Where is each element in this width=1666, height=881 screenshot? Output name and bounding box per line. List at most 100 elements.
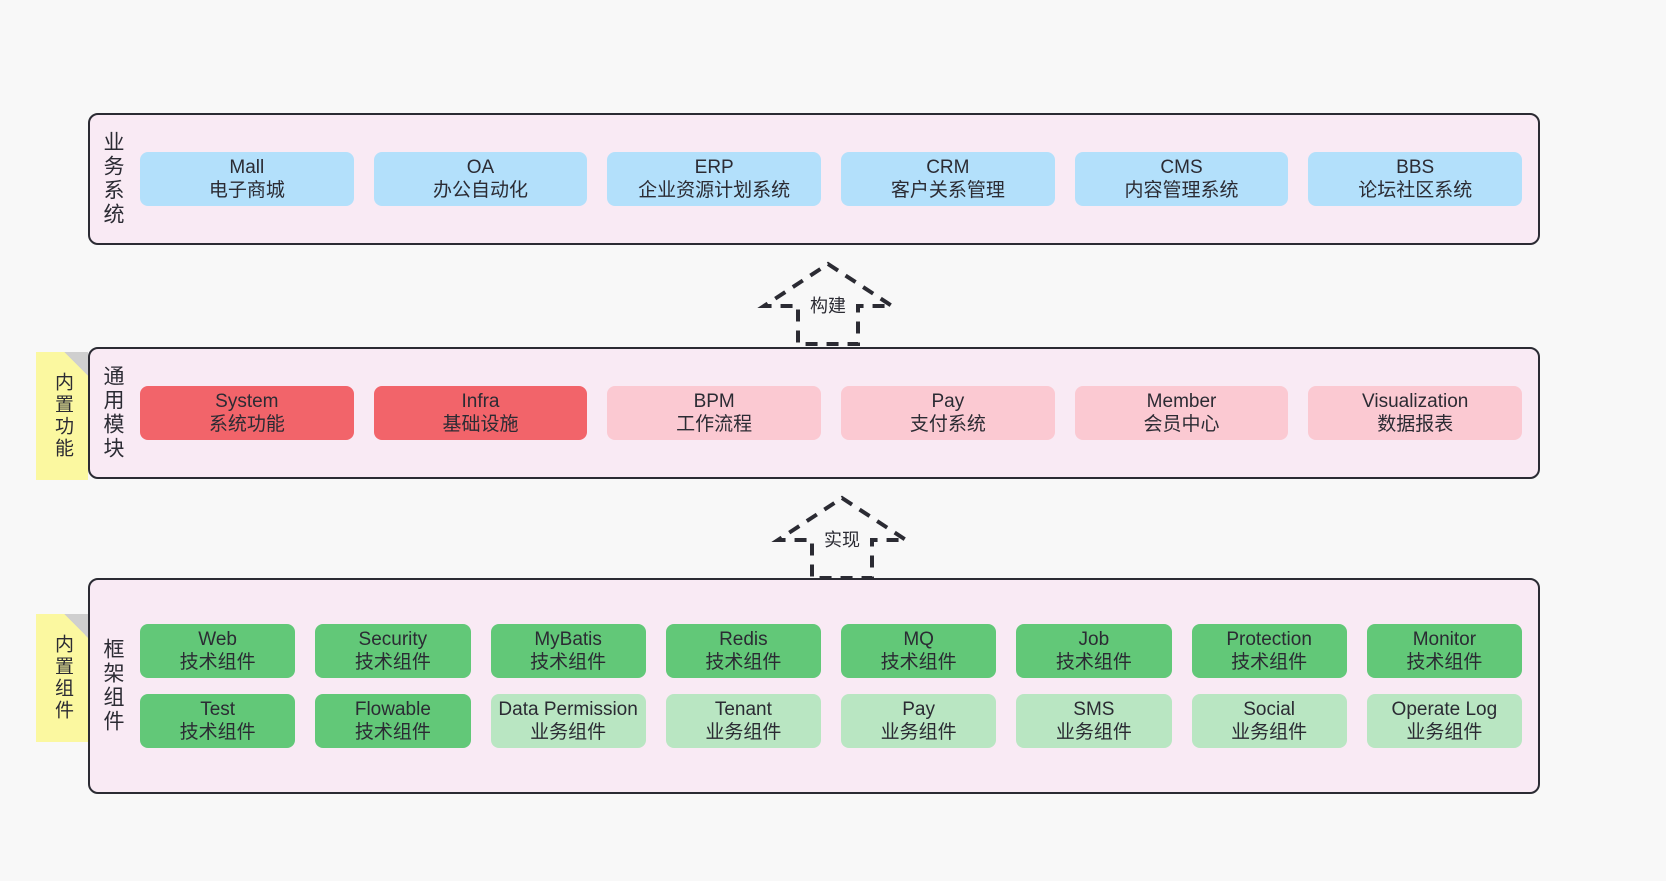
node-title: System (215, 390, 279, 412)
node-title: BBS (1396, 156, 1435, 178)
node-title: Protection (1226, 628, 1312, 650)
node-mq[interactable]: MQ 技术组件 (841, 623, 997, 678)
node-mybatis[interactable]: MyBatis 技术组件 (490, 623, 646, 678)
node-job[interactable]: Job 技术组件 (1016, 623, 1172, 678)
node-title: Pay (902, 699, 935, 720)
node-subtitle: 基础设施 (442, 414, 519, 435)
node-security[interactable]: Security 技术组件 (315, 623, 471, 678)
node-flowable[interactable]: Flowable 技术组件 (315, 694, 471, 749)
node-system[interactable]: System 系统功能 (140, 385, 354, 441)
node-title: BPM (693, 390, 735, 412)
node-title: Operate Log (1391, 699, 1498, 720)
node-title: OA (466, 156, 495, 178)
node-subtitle: 系统功能 (208, 414, 285, 435)
node-crm[interactable]: CRM 客户关系管理 (841, 151, 1055, 207)
node-title: CMS (1160, 156, 1203, 178)
node-title: Redis (719, 628, 768, 650)
node-title: Visualization (1362, 390, 1469, 412)
node-subtitle: 业务组件 (1055, 722, 1132, 744)
node-title: Member (1146, 390, 1217, 412)
layer-business-system: 业务系统 Mall 电子商城 OA 办公自动化 ERP 企业资源计划系统 CRM… (88, 113, 1540, 245)
node-title: Test (200, 699, 236, 720)
node-title: CRM (926, 156, 970, 178)
arrow-implement-label: 实现 (821, 524, 863, 553)
node-subtitle: 技术组件 (1055, 651, 1132, 673)
node-subtitle: 技术组件 (880, 651, 957, 673)
node-subtitle: 业务组件 (1406, 722, 1483, 744)
node-subtitle: 会员中心 (1143, 414, 1220, 435)
node-title: Pay (931, 390, 965, 412)
node-title: Tenant (714, 699, 772, 720)
layer-common-module: 通用模块 System 系统功能 Infra 基础设施 BPM 工作流程 Pay… (88, 347, 1540, 479)
node-redis[interactable]: Redis 技术组件 (665, 623, 821, 678)
node-title: Mall (229, 156, 265, 178)
layer-row: Web 技术组件 Security 技术组件 MyBatis 技术组件 Redi… (140, 623, 1522, 678)
node-subtitle: 技术组件 (179, 722, 256, 744)
node-subtitle: 业务组件 (530, 722, 607, 744)
node-subtitle: 技术组件 (1406, 651, 1483, 673)
node-subtitle: 论坛社区系统 (1358, 180, 1473, 201)
layer-row: Test 技术组件 Flowable 技术组件 Data Permission … (140, 694, 1522, 749)
node-cms[interactable]: CMS 内容管理系统 (1074, 151, 1289, 207)
node-mall[interactable]: Mall 电子商城 (140, 151, 354, 207)
node-title: Infra (461, 390, 500, 412)
node-test[interactable]: Test 技术组件 (140, 694, 296, 749)
node-subtitle: 企业资源计划系统 (638, 180, 791, 201)
arrow-build-label: 构建 (807, 290, 849, 319)
node-title: Job (1078, 628, 1110, 650)
node-oa[interactable]: OA 办公自动化 (373, 151, 588, 207)
sticky-note-label: 内置功能 (51, 372, 73, 460)
node-protection[interactable]: Protection 技术组件 (1191, 623, 1347, 678)
node-monitor[interactable]: Monitor 技术组件 (1366, 623, 1522, 678)
node-title: Monitor (1412, 628, 1477, 650)
node-social[interactable]: Social 业务组件 (1191, 694, 1347, 749)
node-pay[interactable]: Pay 支付系统 (841, 385, 1055, 441)
node-title: Web (198, 628, 237, 650)
node-subtitle: 技术组件 (530, 651, 607, 673)
node-member[interactable]: Member 会员中心 (1074, 385, 1289, 441)
node-subtitle: 客户关系管理 (890, 180, 1005, 201)
node-subtitle: 业务组件 (1231, 722, 1308, 744)
node-subtitle: 技术组件 (705, 651, 782, 673)
node-web[interactable]: Web 技术组件 (140, 623, 296, 678)
arrow-implement: 实现 (771, 492, 913, 582)
node-title: MyBatis (534, 628, 602, 650)
node-title: ERP (694, 156, 734, 178)
node-pay-component[interactable]: Pay 业务组件 (841, 694, 997, 749)
node-subtitle: 数据报表 (1377, 414, 1454, 435)
node-subtitle: 内容管理系统 (1124, 180, 1239, 201)
node-title: MQ (903, 628, 934, 650)
layer-label-framework-component: 框架组件 (101, 638, 125, 734)
node-subtitle: 办公自动化 (433, 180, 529, 201)
layer-body-framework-component: Web 技术组件 Security 技术组件 MyBatis 技术组件 Redi… (134, 580, 1538, 792)
node-title: SMS (1073, 699, 1115, 720)
node-subtitle: 技术组件 (1231, 651, 1308, 673)
node-subtitle: 业务组件 (880, 722, 957, 744)
node-infra[interactable]: Infra 基础设施 (373, 385, 588, 441)
layer-framework-component: 框架组件 Web 技术组件 Security 技术组件 MyBatis 技术组件… (88, 578, 1540, 794)
sticky-note-builtin-component: 内置组件 (36, 614, 88, 742)
node-subtitle: 技术组件 (179, 651, 256, 673)
node-title: Flowable (354, 699, 431, 720)
node-subtitle: 支付系统 (909, 414, 986, 435)
node-title: Data Permission (498, 699, 638, 720)
node-title: Social (1243, 699, 1295, 720)
note-fold-corner-icon (64, 352, 88, 376)
layer-label-business-system: 业务系统 (101, 131, 125, 227)
layer-body-business-system: Mall 电子商城 OA 办公自动化 ERP 企业资源计划系统 CRM 客户关系… (134, 115, 1538, 243)
node-bpm[interactable]: BPM 工作流程 (607, 385, 822, 441)
layer-row: Mall 电子商城 OA 办公自动化 ERP 企业资源计划系统 CRM 客户关系… (140, 151, 1523, 207)
node-bbs[interactable]: BBS 论坛社区系统 (1308, 151, 1523, 207)
node-erp[interactable]: ERP 企业资源计划系统 (607, 151, 822, 207)
node-sms[interactable]: SMS 业务组件 (1016, 694, 1172, 749)
node-visualization[interactable]: Visualization 数据报表 (1308, 385, 1523, 441)
node-tenant[interactable]: Tenant 业务组件 (665, 694, 821, 749)
node-operate-log[interactable]: Operate Log 业务组件 (1366, 694, 1522, 749)
arrow-build: 构建 (757, 258, 899, 348)
note-fold-corner-icon (64, 614, 88, 638)
node-data-permission[interactable]: Data Permission 业务组件 (490, 694, 646, 749)
layer-row: System 系统功能 Infra 基础设施 BPM 工作流程 Pay 支付系统… (140, 385, 1523, 441)
node-subtitle: 业务组件 (705, 722, 782, 744)
node-subtitle: 电子商城 (208, 180, 285, 201)
